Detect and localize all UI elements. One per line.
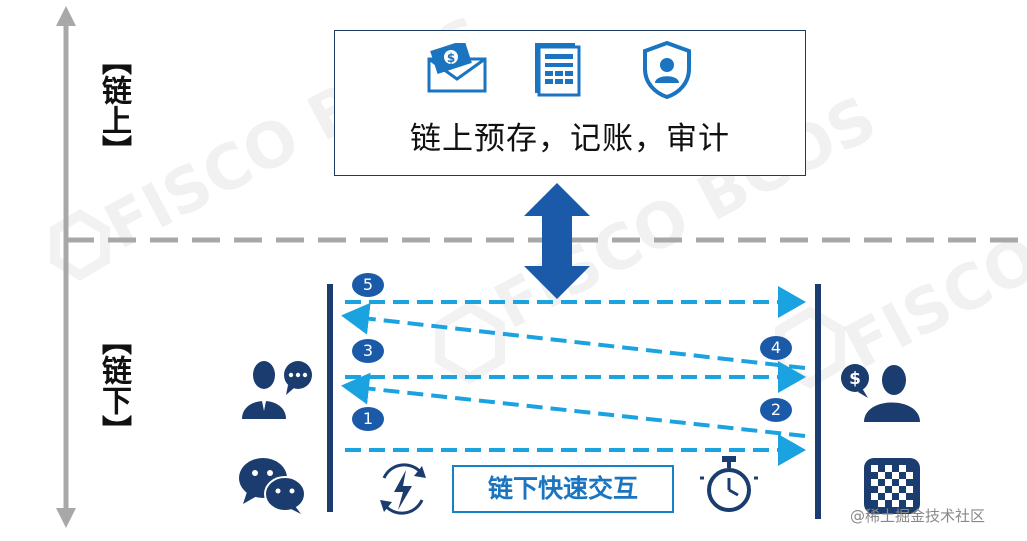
ledger-document-icon — [535, 43, 581, 97]
onchain-box: $ 链上预存，记账，审计 — [334, 30, 806, 176]
watermark-text-3: FISCO BCOS — [833, 122, 1027, 384]
user-chat-icon — [242, 361, 312, 419]
step-3-badge: 3 — [352, 339, 384, 363]
step-4-arrow — [341, 302, 806, 370]
step-2-arrow — [341, 372, 806, 438]
step-2-badge: 2 — [760, 398, 792, 422]
offchain-fast-box: 链下快速交互 — [452, 465, 674, 513]
source-credit: @稀土掘金技术社区 — [850, 507, 986, 525]
right-channel-bar — [815, 284, 821, 519]
step-5-badge: 5 — [352, 273, 384, 297]
double-arrow-icon — [524, 183, 590, 299]
onchain-label: 【链上】 — [96, 45, 131, 165]
stopwatch-icon — [700, 456, 758, 512]
offchain-label: 【链下】 — [96, 325, 131, 445]
checker-app-icon — [864, 458, 920, 514]
svg-text:$: $ — [447, 51, 455, 65]
user-dollar-icon: $ — [841, 364, 920, 422]
vertical-axis — [56, 6, 76, 528]
shield-user-icon — [643, 41, 691, 99]
wechat-icon — [239, 458, 306, 514]
envelope-money-icon: $ — [427, 43, 487, 93]
left-channel-bar — [327, 284, 333, 512]
svg-text:$: $ — [849, 369, 861, 389]
refresh-bolt-icon — [380, 463, 426, 515]
step-4-badge: 4 — [760, 336, 792, 360]
onchain-text: 链上预存，记账，审计 — [410, 121, 730, 157]
step-1-badge: 1 — [352, 407, 384, 431]
